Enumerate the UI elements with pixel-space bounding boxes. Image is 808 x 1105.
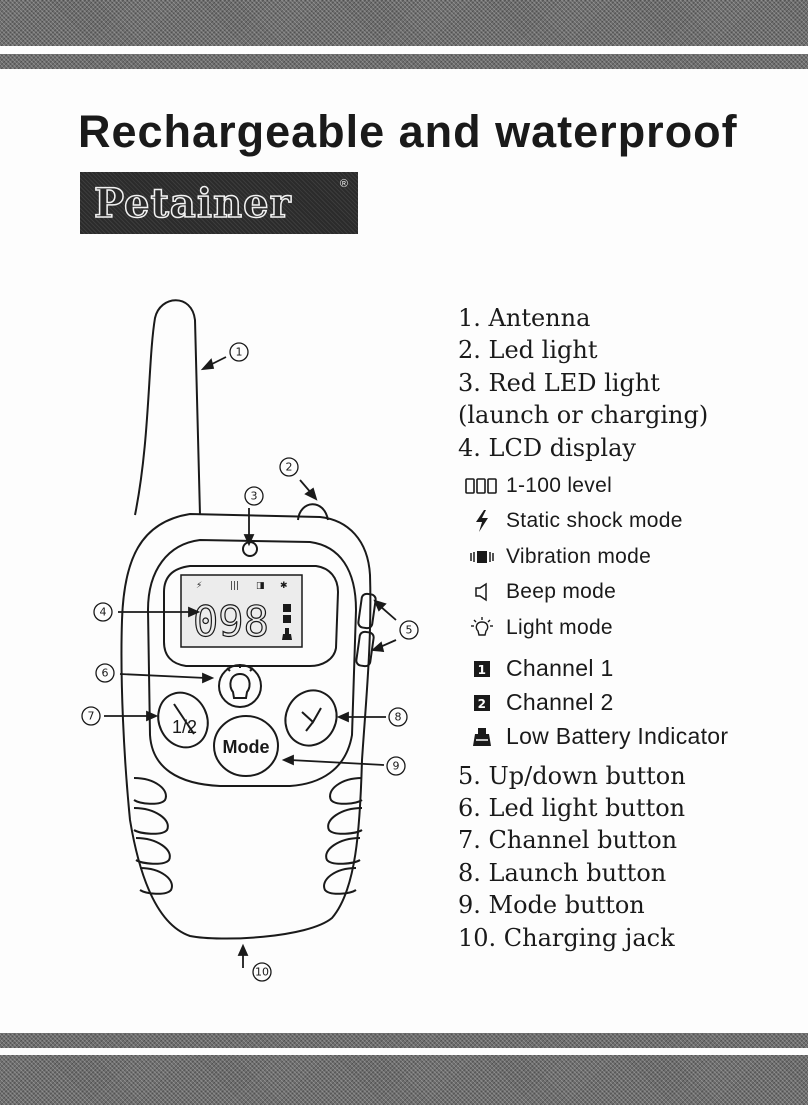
- brand-logo-text: Petainer: [93, 179, 292, 228]
- launch-button-icon: [301, 707, 322, 732]
- bottom-band: [0, 1055, 808, 1105]
- channel-label-1: Channel 1: [506, 655, 614, 682]
- channel-1-icon: 1: [458, 660, 506, 677]
- mode-row-light: Light mode: [458, 610, 798, 646]
- parts-legend: 1. Antenna 2. Led light 3. Red LED light…: [458, 302, 798, 954]
- led-light-button: [218, 664, 262, 708]
- lcd-bulb-icon: ✱: [280, 581, 288, 591]
- legend-item-mode-button: 9. Mode button: [458, 891, 645, 920]
- legend-item-led-button: 6. Led light button: [458, 793, 686, 822]
- lcd-channel-2-icon: [283, 615, 291, 623]
- legend-item-up-down: 5. Up/down button: [458, 761, 686, 790]
- legend-item-red-led-note: (launch or charging): [458, 401, 709, 430]
- bottom-stripe: [0, 1033, 808, 1048]
- svg-text:2: 2: [478, 697, 487, 711]
- low-battery-label: Low Battery Indicator: [506, 723, 729, 750]
- channel-row-2: 2 Channel 2: [458, 686, 798, 720]
- callout-9: 9: [393, 760, 400, 773]
- mode-label-beep: Beep mode: [506, 580, 617, 604]
- mode-label-level: 1-100 level: [506, 473, 613, 497]
- callout-4: 4: [100, 606, 107, 619]
- lightning-icon: [458, 510, 506, 533]
- legend-item-lcd: 4. LCD display: [458, 433, 636, 462]
- callout-7: 7: [88, 710, 95, 723]
- registered-mark: ®: [339, 178, 348, 190]
- brand-logo: Petainer ®: [80, 172, 358, 234]
- callout-1: 1: [236, 346, 243, 359]
- mode-button: [213, 715, 279, 777]
- callout-2: 2: [286, 461, 293, 474]
- legend-item-launch-button: 8. Launch button: [458, 858, 667, 887]
- remote-body: [120, 512, 372, 940]
- mode-row-beep: Beep mode: [458, 575, 798, 611]
- top-stripe: [0, 54, 808, 69]
- lcd-vibration-icon: |||: [230, 581, 239, 591]
- mode-row-level: 1-100 level: [458, 468, 798, 504]
- legend-item-red-led: 3. Red LED light: [458, 368, 660, 397]
- bulb-button-icon: [229, 672, 251, 699]
- legend-item-antenna: 1. Antenna: [458, 304, 591, 332]
- legend-item-charging-jack: 10. Charging jack: [458, 923, 675, 952]
- lcd-surround: [163, 565, 340, 667]
- channel-2-icon: 2: [458, 694, 506, 711]
- callout-5: 5: [406, 624, 413, 637]
- mode-label-vibration: Vibration mode: [506, 544, 652, 568]
- mode-label-static-shock: Static shock mode: [506, 509, 683, 533]
- callout-10: 10: [255, 966, 269, 979]
- low-battery-icon: [458, 726, 506, 748]
- legend-item-led-light: 2. Led light: [458, 336, 598, 365]
- down-button: [355, 630, 375, 668]
- callout-8: 8: [395, 711, 402, 724]
- antenna: [134, 299, 201, 516]
- low-battery-row: Low Battery Indicator: [458, 720, 798, 754]
- red-led: [242, 541, 258, 557]
- top-band: [0, 0, 808, 46]
- lcd-lightning-icon: ⚡: [196, 581, 202, 591]
- lcd-screen: [180, 574, 303, 648]
- channel-row-1: 1 Channel 1: [458, 652, 798, 686]
- callout-6: 6: [102, 667, 109, 680]
- lcd-speaker-icon: ◨: [256, 581, 265, 591]
- legend-item-channel-button: 7. Channel button: [458, 826, 678, 855]
- mode-label-light: Light mode: [506, 615, 613, 639]
- mode-row-static-shock: Static shock mode: [458, 504, 798, 540]
- lcd-reading: 098: [193, 597, 269, 646]
- bulb-icon: [458, 616, 506, 640]
- face-panel: [146, 538, 358, 787]
- channel-label-2: Channel 2: [506, 689, 614, 716]
- mode-row-vibration: Vibration mode: [458, 539, 798, 575]
- channel-button: [157, 691, 209, 749]
- lcd-battery-icon: [282, 628, 292, 640]
- vibration-icon: [458, 549, 506, 565]
- lcd-channel-1-icon: [283, 604, 291, 612]
- channel-button-label: 1/2: [172, 717, 197, 737]
- launch-button: [284, 689, 338, 747]
- callout-3: 3: [251, 490, 258, 503]
- mode-button-label: Mode: [223, 737, 270, 757]
- up-button: [357, 592, 377, 630]
- digits-icon: [458, 477, 506, 495]
- speaker-icon: [458, 582, 506, 602]
- svg-text:1: 1: [478, 663, 487, 677]
- led-light-bump: [297, 503, 329, 521]
- page-title: Rechargeable and waterproof: [78, 106, 738, 157]
